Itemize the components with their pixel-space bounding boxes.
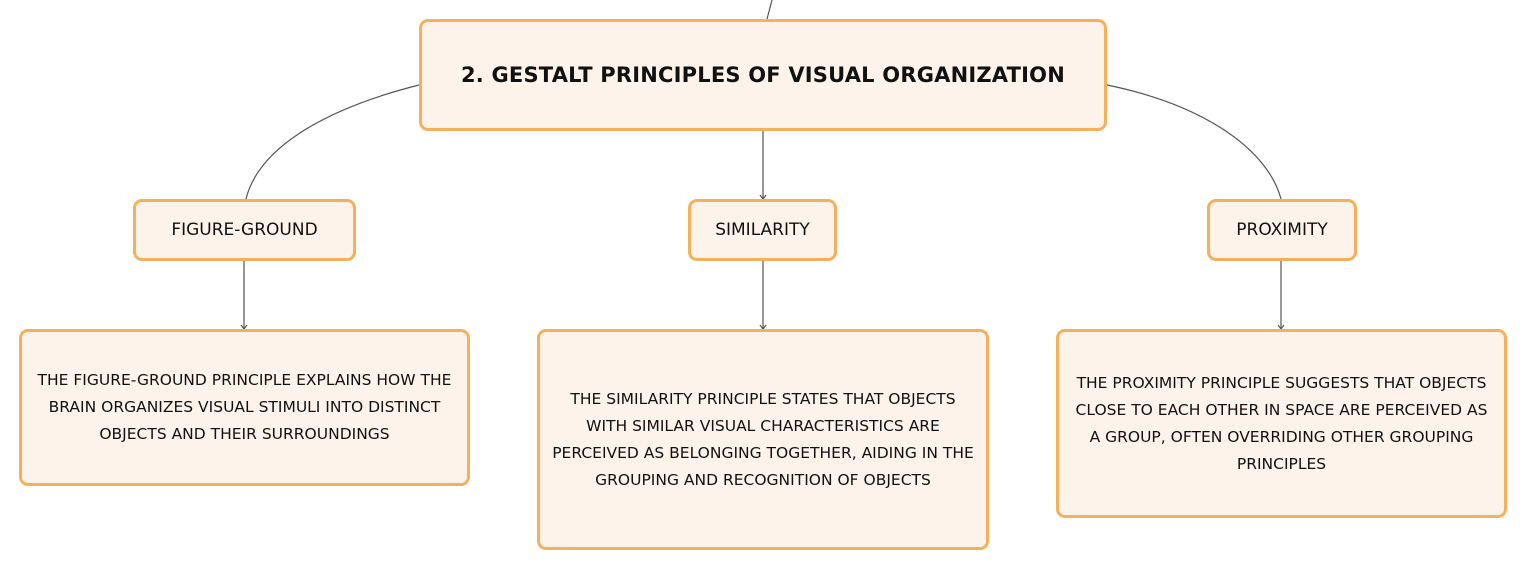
root-title: 2. GESTALT PRINCIPLES OF VISUAL ORGANIZA… (461, 63, 1065, 87)
node-figure-ground-label: FIGURE-GROUND (171, 220, 318, 240)
connector-root-to-proximity (1106, 84, 1282, 200)
connector-root-to-figure-ground (245, 84, 420, 200)
description-similarity-text: THE SIMILARITY PRINCIPLE STATES THAT OBJ… (552, 389, 974, 489)
node-proximity-label: PROXIMITY (1236, 220, 1328, 240)
node-similarity-label: SIMILARITY (715, 220, 810, 240)
description-figure-ground[interactable]: THE FIGURE-GROUND PRINCIPLE EXPLAINS HOW… (19, 329, 470, 486)
node-proximity[interactable]: PROXIMITY (1207, 199, 1357, 261)
node-figure-ground[interactable]: FIGURE-GROUND (133, 199, 356, 261)
root-node[interactable]: 2. GESTALT PRINCIPLES OF VISUAL ORGANIZA… (419, 19, 1107, 131)
description-similarity[interactable]: THE SIMILARITY PRINCIPLE STATES THAT OBJ… (537, 329, 989, 550)
description-proximity[interactable]: THE PROXIMITY PRINCIPLE SUGGESTS THAT OB… (1056, 329, 1507, 518)
node-similarity[interactable]: SIMILARITY (688, 199, 837, 261)
description-proximity-text: THE PROXIMITY PRINCIPLE SUGGESTS THAT OB… (1075, 373, 1488, 473)
connector-parent-to-root (766, 0, 773, 20)
description-figure-ground-text: THE FIGURE-GROUND PRINCIPLE EXPLAINS HOW… (37, 371, 452, 443)
